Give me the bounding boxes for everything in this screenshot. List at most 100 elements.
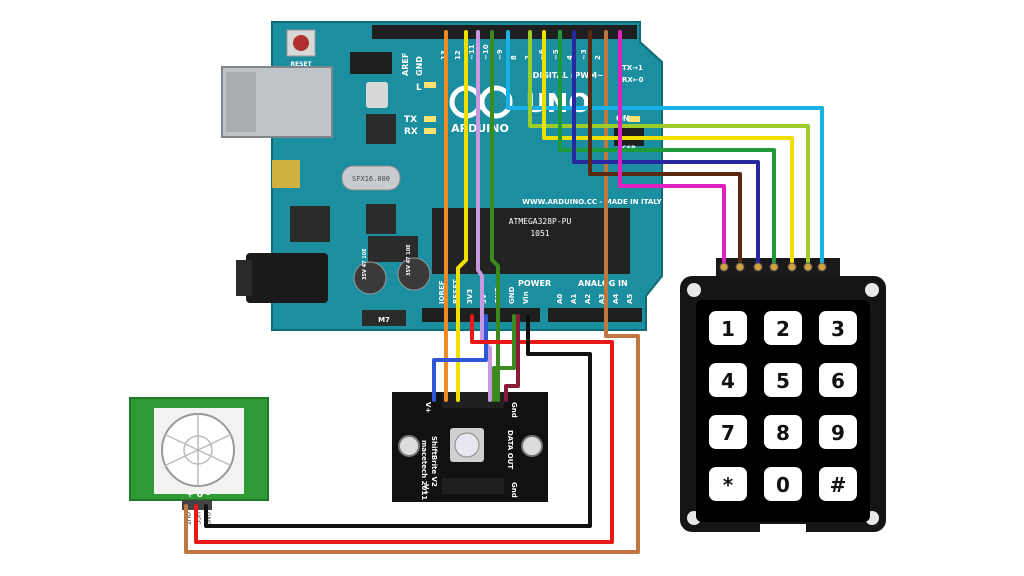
keypad-key-label: 6 [831,369,845,393]
wire-yellow-b [542,30,794,268]
digital-pin-label: ~5 [552,49,560,60]
reset-label: RESET [290,61,312,68]
svg-text:ATMEGA328P-PU: ATMEGA328P-PU [509,217,572,226]
keypad-key[interactable]: # [819,467,857,501]
wire-red [194,314,614,544]
wire-navy [572,30,760,268]
keypad-key-cap [819,311,857,345]
digital-pin-label: 2 [594,55,602,60]
keypad-key[interactable]: 9 [819,415,857,449]
digital-pin-label: ~10 [482,44,490,60]
digital-pin-label: 12 [454,50,462,60]
svg-text:RX: RX [404,127,418,137]
wire-maroon [504,314,520,402]
keypad-key[interactable]: 2 [764,311,802,345]
svg-text:macetech 2011: macetech 2011 [420,440,428,500]
keypad-key[interactable]: 0 [764,467,802,501]
svg-text:35V 47 10E: 35V 47 10E [406,244,412,276]
svg-text:GND: GND [415,56,424,76]
keypad-key[interactable]: 4 [709,363,747,397]
digital-pin-label: ~9 [496,49,504,60]
wire-violet [476,30,492,402]
keypad-key-label: 5 [776,369,790,393]
svg-text:RX←0: RX←0 [622,76,644,84]
svg-text:35V 47 10E: 35V 47 10E [362,248,368,280]
keypad-key-cap [709,363,747,397]
keypad-key[interactable]: 1 [709,311,747,345]
keypad-key[interactable]: * [709,467,747,501]
svg-text:ShiftBrite V2: ShiftBrite V2 [430,436,438,487]
svg-text:DATA OUT: DATA OUT [506,430,514,469]
analog-pin-labels: A0 A1 A2 A3 A4 A5 [556,294,634,304]
analog-pin-label: A4 [612,294,620,304]
svg-text:POWER: POWER [518,279,551,288]
svg-text:V+: V+ [424,402,432,413]
keypad-key-cap [764,363,802,397]
svg-text:ON: ON [616,114,630,123]
capacitor-1 [353,261,387,295]
digital-header [372,25,637,39]
svg-text:L: L [416,83,422,93]
svg-text:ANALOG IN: ANALOG IN [578,279,628,288]
keypad-key-cap [709,311,747,345]
pir-sensor-module: + o - OUT VCC GND [129,397,269,526]
icsp-header-top [350,52,392,74]
wire-black [204,314,592,528]
svg-text:V+: V+ [422,484,430,495]
wire-green-b [492,314,516,402]
keypad-key[interactable]: 7 [709,415,747,449]
analog-pin-label: A1 [570,294,578,304]
keypad-key-label: 3 [831,317,845,341]
keypad-pin [769,262,779,272]
keypad-key-cap [764,415,802,449]
keypad-pin [753,262,763,272]
keypad-key-label: 7 [721,421,735,445]
svg-text:GND: GND [508,286,516,304]
crystal [341,165,401,191]
keypad-pin [803,262,813,272]
svg-text:M7: M7 [378,316,390,324]
wire-magenta [618,30,726,268]
keypad-pin [719,262,729,272]
keypad-key-cap [819,363,857,397]
keypad-pin [787,262,797,272]
digital-pin-label: ~3 [580,49,588,60]
keypad-key-label: * [723,473,734,497]
svg-text:DIGITAL (PWM~): DIGITAL (PWM~) [533,71,608,80]
wire-darkbrown [588,30,742,268]
svg-text:Gnd: Gnd [510,482,518,498]
keypad-key-cap [764,311,802,345]
keypad-key-label: 9 [831,421,845,445]
keypad-key[interactable]: 6 [819,363,857,397]
keypad-key-label: 2 [776,317,790,341]
keypad-key-label: 4 [721,369,735,393]
svg-text:TX: TX [404,115,417,125]
wire-yellow-a [456,30,468,402]
shiftbrite-module: ShiftBrite V2 macetech 2011 DATA OUT V+ … [392,392,548,502]
keypad-module: 1 2 3 4 5 6 7 8 9 * 0 # [680,258,886,534]
svg-text:AREF: AREF [401,53,410,76]
keypad-key[interactable]: 5 [764,363,802,397]
keypad-key-cap [709,415,747,449]
wire-blue [432,314,488,402]
keypad-header-pins [719,262,827,272]
keypad-key-label: 0 [776,473,790,497]
keypad-key[interactable]: 8 [764,415,802,449]
svg-text:WWW.ARDUINO.CC - MADE IN ITALY: WWW.ARDUINO.CC - MADE IN ITALY [522,198,662,206]
digital-pin-label: 8 [510,55,518,60]
capacitor-2 [397,257,431,291]
keypad-pin [817,262,827,272]
wires [184,30,827,554]
analog-pin-label: A2 [584,294,592,304]
keypad-key-cap [764,467,802,501]
power-jack [246,253,328,303]
svg-text:Gnd: Gnd [510,402,518,418]
svg-text:+ o -: + o - [186,490,210,500]
keypad-key-cap [819,467,857,501]
wire-dkgreen [558,30,776,268]
keypad-key[interactable]: 3 [819,311,857,345]
analog-pin-label: A3 [598,294,606,304]
analog-pin-label: A5 [626,294,634,304]
analog-pin-label: A0 [556,294,564,304]
